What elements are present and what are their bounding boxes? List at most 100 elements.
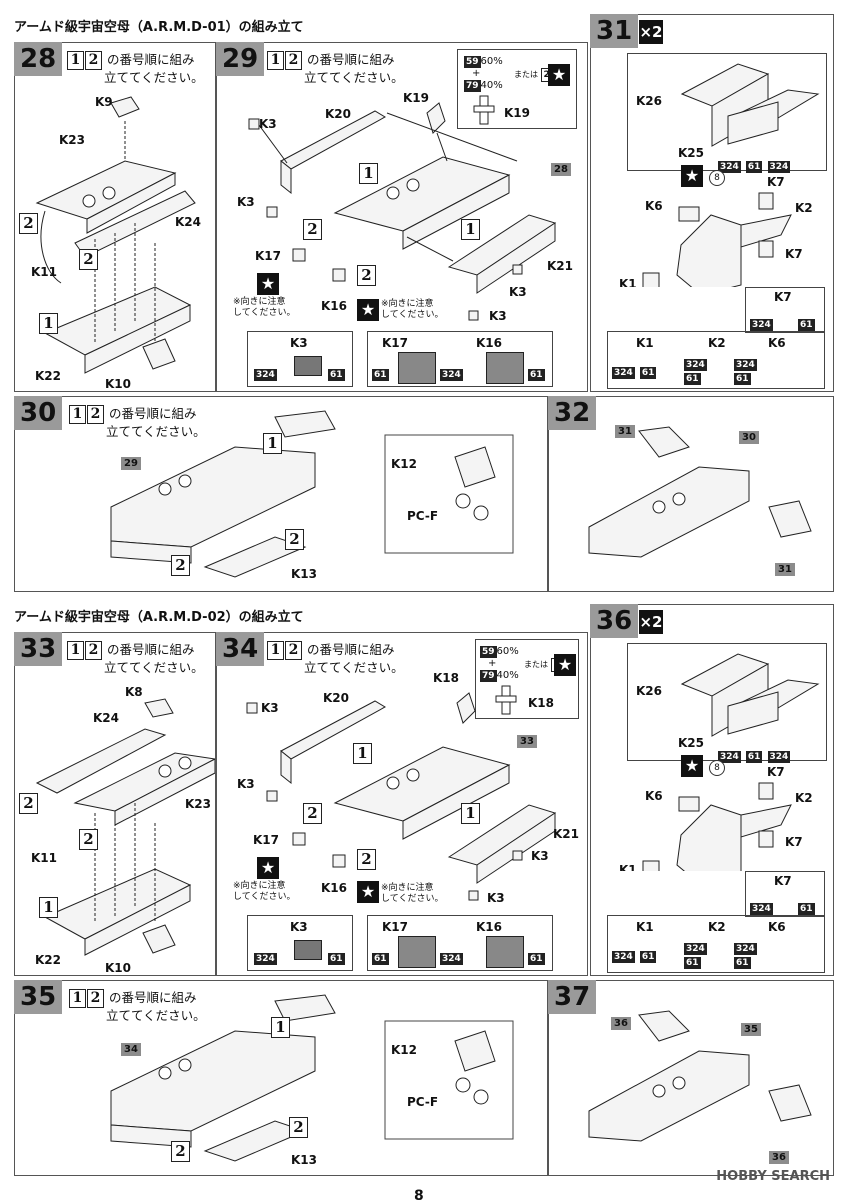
step-order-1: 1: [39, 897, 58, 918]
color-code: 324: [254, 953, 277, 965]
k1-k2-k6-box: K1 324 61 K2 324 61 K6 324 61: [607, 331, 825, 389]
part-label-k16: K16: [321, 881, 347, 895]
parts-color-area: K7 324 61 K1 324 61 K2 324 61 K6 324 61: [607, 287, 825, 389]
color-number-8: 8: [709, 170, 725, 186]
part-label-k3: K3: [509, 285, 527, 299]
paint-marker-icon: ★: [357, 299, 379, 321]
step-31-panel: 31 ×2 K26 K25 324 61 324 ★ 8 K6 K7 K2 K7: [590, 14, 834, 392]
instruction-line1: の番号順に組み: [306, 52, 395, 67]
step-number: 29: [216, 42, 265, 76]
part-label-k3: K3: [290, 920, 308, 934]
part-label-k1: K1: [636, 920, 654, 934]
part-label-k8: K8: [125, 685, 143, 699]
part-label-k12: K12: [391, 457, 417, 471]
step-number: 36: [590, 604, 639, 638]
color-code: 79: [464, 80, 481, 92]
part-thumb: [486, 352, 524, 384]
part-label-k2: K2: [708, 336, 726, 350]
step-32-panel: 32 31 30 31: [548, 396, 834, 592]
part-label-k2: K2: [795, 791, 813, 805]
part-label-k7: K7: [767, 175, 785, 189]
part-label-k16: K16: [321, 299, 347, 313]
instruction-line1: の番号順に組み: [106, 642, 195, 657]
k3-color-box: K3 324 61: [247, 915, 353, 971]
part-label-k21: K21: [553, 827, 579, 841]
part-thumb: [294, 356, 322, 376]
page-number: 8: [414, 1188, 424, 1204]
part-label-k25: K25: [678, 736, 704, 750]
part-label-k3: K3: [237, 777, 255, 791]
part-label-k24: K24: [175, 215, 201, 229]
part-label-k20: K20: [323, 691, 349, 705]
step-order-2: 2: [79, 249, 98, 270]
part-label-k17: K17: [382, 336, 408, 350]
step-36-panel: 36 ×2 K26 K25 324 61 324 ★ 8 K6 K7 K2 K7: [590, 604, 834, 976]
quantity-x2-badge: ×2: [639, 20, 663, 44]
color-code: 324: [254, 369, 277, 381]
step-order-2: 2: [303, 803, 322, 824]
ref-step-badge: 31: [775, 563, 795, 576]
step-number: 34: [216, 632, 265, 666]
instruction-line2: 立ててください。: [106, 1008, 206, 1023]
color-percent: 60%: [480, 56, 503, 67]
assembly-drawing-30: [110, 410, 514, 578]
part-label-k22: K22: [35, 369, 61, 383]
color-code: 61: [734, 957, 751, 969]
color-percent: 40%: [496, 670, 519, 681]
part-label-k21: K21: [547, 259, 573, 273]
color-percent: 60%: [496, 646, 519, 657]
instruction-line1: の番号順に組み: [106, 52, 195, 67]
paint-marker-icon: ★: [681, 165, 703, 187]
k26-k25-subassembly: K26 K25 324 61 324: [627, 643, 827, 763]
ref-step-badge: 34: [121, 1043, 141, 1056]
note-line1: ※向きに注意: [233, 297, 286, 307]
part-label-k17: K17: [253, 833, 279, 847]
step-order-2: 2: [289, 1117, 308, 1138]
step-order-2: 2: [79, 829, 98, 850]
color-code: 61: [745, 161, 763, 173]
color-code: 61: [745, 751, 763, 763]
color-code: 59: [464, 56, 481, 68]
color-code: 324: [750, 319, 773, 331]
ref-step-badge: 35: [741, 1023, 761, 1036]
step-order-1: 1: [39, 313, 58, 334]
part-label-k24: K24: [93, 711, 119, 725]
instruction-line1: の番号順に組み: [108, 990, 197, 1005]
ref-step-badge: 33: [517, 735, 537, 748]
ref-step-badge: 28: [551, 163, 571, 176]
k7-box: K7 324 61: [745, 287, 825, 333]
ref-step-badge: 30: [739, 431, 759, 444]
color-code: 324: [718, 751, 741, 763]
k3-color-box: K3 324 61: [247, 331, 353, 387]
direction-note: ※向きに注意してください。: [381, 299, 443, 321]
assembly-drawing-28: [35, 96, 196, 374]
part-label-k7: K7: [774, 874, 792, 888]
k26-k25-subassembly: K26 K25 324 61 324: [627, 53, 827, 173]
part-label-k6: K6: [645, 199, 663, 213]
color-code: 61: [372, 369, 389, 381]
section-title-armd01: アームド級宇宙空母（A.R.M.D-01）の組み立て: [14, 20, 304, 35]
part-label-k3: K3: [487, 891, 505, 905]
color-code: 324: [440, 369, 463, 381]
part-label-k13: K13: [291, 567, 317, 581]
part-thumb: [398, 936, 436, 968]
k17-k16-color-box: K17 K16 61 324 61: [367, 331, 553, 387]
color-code: 61: [528, 953, 545, 965]
subassembly-drawing: [680, 653, 820, 737]
part-label-k3: K3: [290, 336, 308, 350]
part-thumb: [294, 940, 322, 960]
instruction-line2: 立ててください。: [104, 660, 204, 675]
paint-marker-icon: ★: [357, 881, 379, 903]
instruction-line2: 立ててください。: [304, 70, 404, 85]
quantity-x2-badge: ×2: [639, 610, 663, 634]
step-order-2: 2: [171, 555, 190, 576]
part-label-k10: K10: [105, 961, 131, 975]
step-number: 37: [548, 980, 597, 1014]
